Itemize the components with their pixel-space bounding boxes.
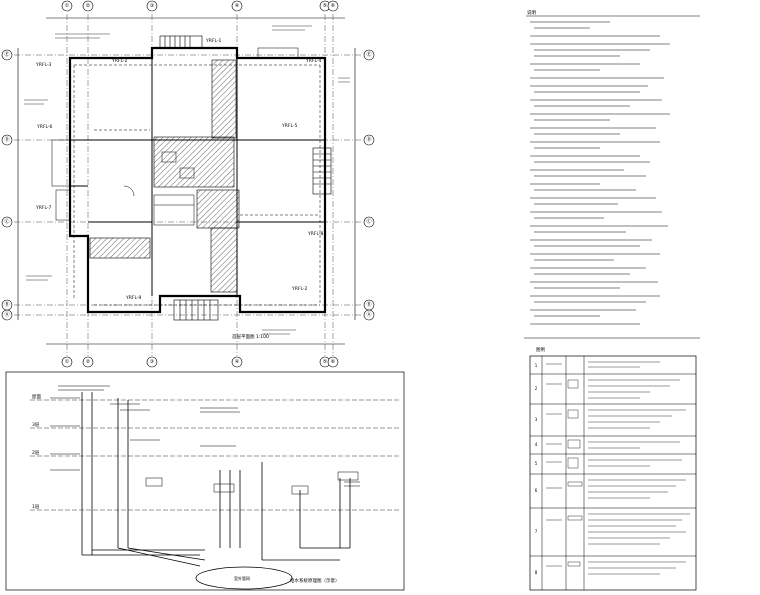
grid-top-1: ① xyxy=(65,3,70,9)
notes-heading: 说明 xyxy=(527,9,536,16)
grid-left-d: Ⓓ xyxy=(4,136,9,143)
legend-number-6: 6 xyxy=(535,488,538,493)
legend-number-3: 3 xyxy=(535,417,538,422)
grid-right-b: Ⓑ xyxy=(366,301,371,308)
grid-left-c: Ⓒ xyxy=(4,218,9,225)
legend-heading: 图例 xyxy=(536,346,545,353)
legend-number-5: 5 xyxy=(535,461,538,466)
grid-left-b: Ⓑ xyxy=(4,301,9,308)
room-label-9: YRFL-9 xyxy=(125,295,142,301)
grid-bottom-4: ④ xyxy=(235,359,240,365)
room-label-8: YRFL-8 xyxy=(307,231,324,237)
room-label-5: YRFL-5 xyxy=(281,123,298,129)
room-label-1: YRFL-1 xyxy=(205,38,222,44)
grid-left-e: Ⓔ xyxy=(4,51,9,58)
room-label-4: YRFL-4 xyxy=(305,58,322,64)
room-label-2: YRFL-2 xyxy=(111,58,128,64)
level-2: 2层 xyxy=(32,450,40,456)
grid-bottom-2: ② xyxy=(86,359,91,365)
grid-top-3: ③ xyxy=(150,3,154,9)
grid-top-2: ② xyxy=(86,3,91,9)
grid-right-a: Ⓐ xyxy=(366,311,371,318)
legend-number-2: 2 xyxy=(535,386,538,391)
grid-bottom-6: ⑥ xyxy=(331,359,336,365)
grid-bubbles xyxy=(1,0,375,368)
grid-bottom-1: ① xyxy=(65,359,70,365)
level-roof: 屋面 xyxy=(32,394,41,400)
grid-right-e: Ⓔ xyxy=(366,51,371,58)
grid-bottom-3: ③ xyxy=(150,359,154,365)
legend-number-8: 8 xyxy=(535,570,538,575)
room-label-7: YRFL-7 xyxy=(35,205,52,211)
legend-number-7: 7 xyxy=(535,529,538,534)
tank-label: 室外管网 xyxy=(234,575,250,581)
room-label-3: YRFL-3 xyxy=(35,62,52,68)
grid-bottom-5: ⑤ xyxy=(323,359,327,365)
notes-panel xyxy=(524,15,700,339)
grid-right-d: Ⓓ xyxy=(366,136,371,143)
grid-top-4: ④ xyxy=(235,3,240,9)
legend-table xyxy=(529,355,697,591)
floor-plan xyxy=(14,14,362,356)
grid-top-5: ⑤ xyxy=(323,3,327,9)
riser-title: 给水系统原理图（示意） xyxy=(290,577,340,584)
grid-left-a: Ⓐ xyxy=(4,311,9,318)
plan-title: 首层平面图 1:100 xyxy=(232,333,269,340)
riser-diagram xyxy=(5,371,405,591)
legend-number-4: 4 xyxy=(535,442,538,447)
level-3: 3层 xyxy=(32,422,40,428)
level-1: 1层 xyxy=(32,504,40,510)
room-label-6: YRFL-6 xyxy=(36,124,53,130)
room-label-10: YRFL-2 xyxy=(291,286,308,292)
legend-number-1: 1 xyxy=(535,363,538,368)
grid-right-c: Ⓒ xyxy=(366,218,371,225)
grid-top-6: ⑥ xyxy=(331,3,336,9)
